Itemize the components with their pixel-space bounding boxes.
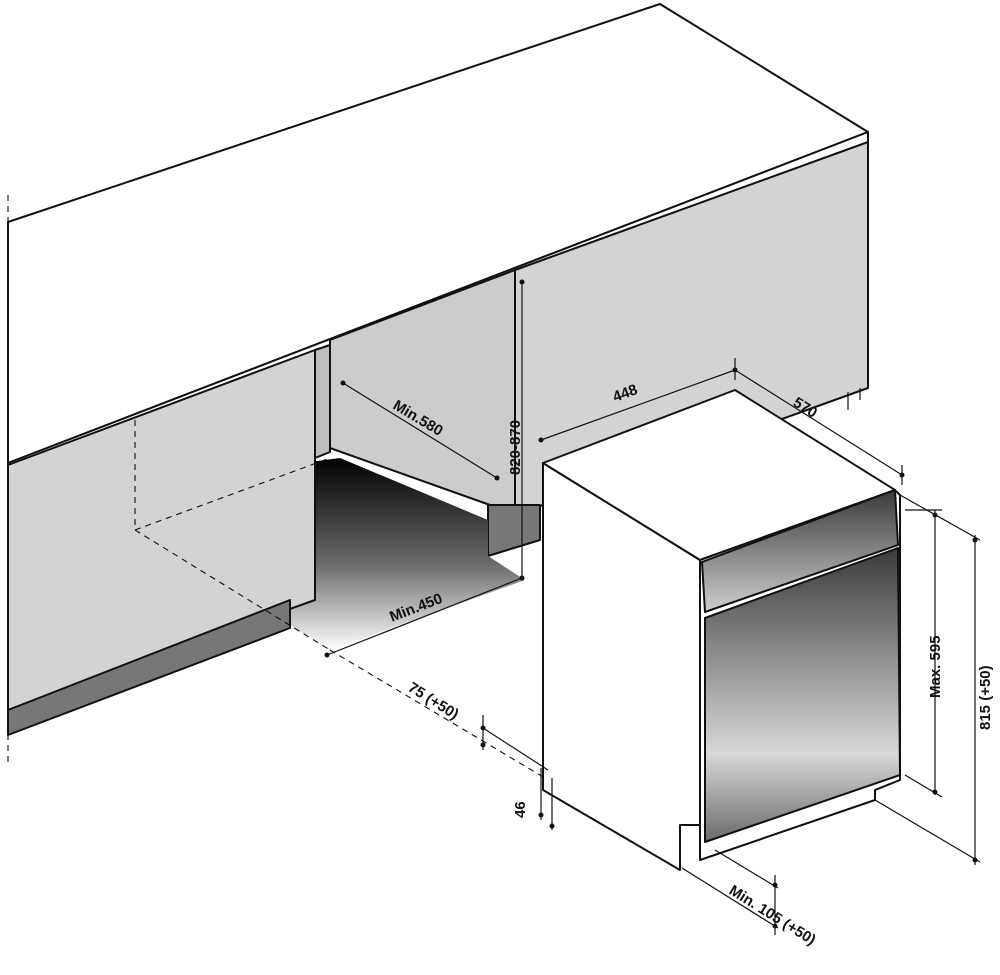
- label-niche-height: 820-870: [507, 420, 524, 475]
- label-total-height: 815 (+50): [977, 665, 994, 730]
- label-door-clearance: Min. 105 (+50): [726, 882, 819, 949]
- side-panel-plinth: [487, 504, 541, 557]
- left-plinth: [7, 599, 291, 736]
- left-column-strip: [314, 344, 331, 459]
- control-strip: [701, 489, 899, 613]
- dimension-lines: [324, 279, 981, 935]
- dishwasher-door: [704, 547, 901, 843]
- label-plinth-offset: 75 (+50): [405, 679, 462, 723]
- footprint-dashed-diag: [134, 529, 331, 651]
- label-plinth-height: 46: [512, 801, 529, 818]
- footprint-dashed-long: [329, 649, 546, 779]
- floor-gap: [290, 458, 525, 650]
- label-door-height: Max. 595: [927, 635, 944, 698]
